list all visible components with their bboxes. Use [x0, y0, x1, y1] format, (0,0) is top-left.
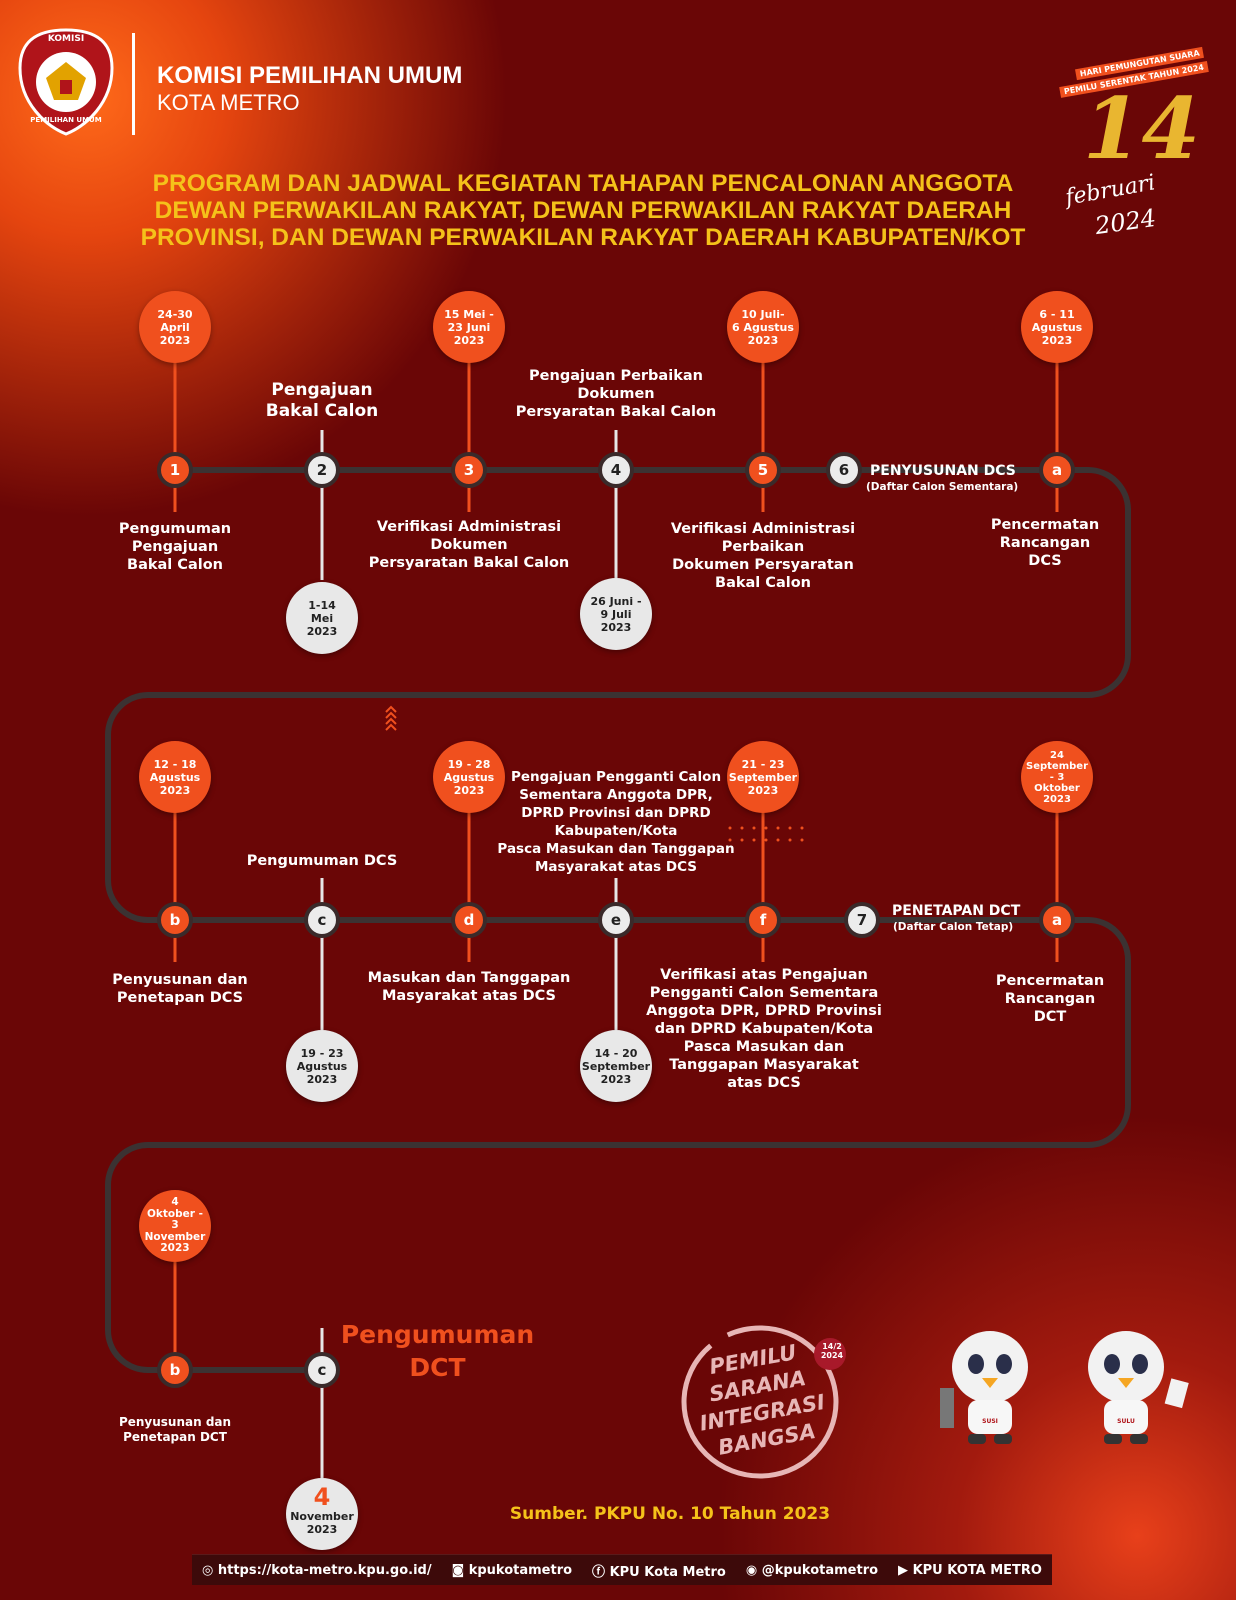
- date-circle: 19 - 28 Agustus 2023: [433, 741, 505, 813]
- source-note: Sumber. PKPU No. 10 Tahun 2023: [509, 1504, 831, 1524]
- stamp-icon: [681, 1325, 846, 1479]
- date-circle: 24-30 April 2023: [139, 291, 211, 363]
- step-node: 1: [157, 452, 193, 488]
- mascot-sulu: SULU: [1066, 1322, 1196, 1452]
- stage-node: 6: [826, 452, 862, 488]
- step-node: 3: [451, 452, 487, 488]
- youtube-handle[interactable]: KPU KOTA METRO: [912, 1562, 1042, 1578]
- stage-title: PENETAPAN DCT: [892, 903, 1021, 919]
- org-name: KOMISI PEMILIHAN UMUM: [157, 62, 463, 89]
- globe-icon: ◎: [201, 1562, 214, 1578]
- step-node: a: [1039, 452, 1075, 488]
- step-label: Masukan dan Tanggapan Masyarakat atas DC…: [367, 970, 571, 1004]
- date-circle: 21 - 23 September 2023: [727, 741, 799, 813]
- logo-top-text: KOMISI: [47, 34, 85, 44]
- footer-instagram[interactable]: ◙ kpukotametro: [452, 1563, 573, 1578]
- step-node: b: [157, 1352, 193, 1388]
- date-circle: 4 Oktober - 3 November 2023: [139, 1190, 211, 1262]
- step-label: Pengumuman DCS: [246, 853, 398, 869]
- logo-bottom-text: PEMILIHAN UMUM: [30, 116, 102, 124]
- final-date-circle: 4 November 2023: [286, 1478, 358, 1550]
- website-link[interactable]: https://kota-metro.kpu.go.id/: [217, 1562, 432, 1578]
- step-node: d: [451, 902, 487, 938]
- youtube-icon: ▶: [898, 1562, 909, 1578]
- date-circle: 19 - 23 Agustus 2023: [286, 1030, 358, 1102]
- step-label: Penyusunan dan Penetapan DCS: [112, 972, 248, 1006]
- step-node: b: [157, 902, 193, 938]
- date-circle: 10 Juli- 6 Agustus 2023: [727, 291, 799, 363]
- date-circle: 14 - 20 September 2023: [580, 1030, 652, 1102]
- step-label: Penyusunan dan Penetapan DCT: [118, 1415, 232, 1444]
- twitter-handle[interactable]: @kpukotametro: [761, 1562, 879, 1578]
- facebook-handle[interactable]: KPU Kota Metro: [609, 1564, 726, 1580]
- kpu-logo: KOMISI PEMILIHAN UMUM: [16, 28, 116, 136]
- step-node: c: [304, 902, 340, 938]
- stamp-date: 14/2 2024: [820, 1342, 844, 1360]
- step-label: Verifikasi Administrasi Dokumen Persyara…: [368, 519, 570, 571]
- final-date-rest: November 2023: [290, 1510, 354, 1536]
- step-node: 5: [745, 452, 781, 488]
- stage-title: PENYUSUNAN DCS: [870, 463, 1016, 479]
- mascot-name: SUSI: [982, 1418, 998, 1425]
- stage-subtitle: (Daftar Calon Sementara): [866, 481, 1019, 493]
- footer-twitter[interactable]: ◉ @kpukotametro: [746, 1563, 878, 1578]
- mascot-icon: [940, 1331, 1028, 1444]
- header-divider: [132, 33, 135, 135]
- step-label: Pengumuman Pengajuan Bakal Calon: [118, 521, 232, 573]
- instagram-handle[interactable]: kpukotametro: [468, 1562, 573, 1578]
- footer-website[interactable]: ◎ https://kota-metro.kpu.go.id/: [202, 1563, 432, 1578]
- step-label: Verifikasi Administrasi Perbaikan Dokume…: [670, 521, 856, 591]
- date-circle: 15 Mei - 23 Juni 2023: [433, 291, 505, 363]
- step-node: f: [745, 902, 781, 938]
- stage-node: 7: [844, 902, 880, 938]
- footer-youtube[interactable]: ▶ KPU KOTA METRO: [898, 1563, 1042, 1578]
- election-day-badge: HARI PEMUNGUTAN SUARA PEMILU SERENTAK TA…: [1055, 46, 1225, 250]
- date-circle: 6 - 11 Agustus 2023: [1021, 291, 1093, 363]
- step-node: 2: [304, 452, 340, 488]
- footer-facebook[interactable]: ⓕ KPU Kota Metro: [592, 1561, 726, 1580]
- footer-bar: ◎ https://kota-metro.kpu.go.id/ ◙ kpukot…: [192, 1554, 1052, 1585]
- step-node: a: [1039, 902, 1075, 938]
- final-date-day: 4: [313, 1483, 331, 1511]
- mascot-icon: [1088, 1331, 1189, 1444]
- facebook-icon: ⓕ: [592, 1564, 606, 1580]
- mascot-name: SULU: [1117, 1418, 1135, 1425]
- step-node: c: [304, 1352, 340, 1388]
- date-circle: 26 Juni - 9 Juli 2023: [580, 578, 652, 650]
- date-circle: 12 - 18 Agustus 2023: [139, 741, 211, 813]
- step-label: Verifikasi atas Pengajuan Pengganti Calo…: [646, 967, 882, 1091]
- step-node: e: [598, 902, 634, 938]
- big-date: 14: [1083, 79, 1200, 178]
- date-circle: 24 September - 3 Oktober 2023: [1021, 741, 1093, 813]
- step-label: Pencermatan Rancangan DCS: [990, 517, 1100, 569]
- pemilu-stamp: PEMILU SARANA INTEGRASI BANGSA 14/2 2024: [680, 1322, 850, 1482]
- step-label: Pengajuan Bakal Calon: [265, 380, 379, 421]
- date-circle: 1-14 Mei 2023: [286, 582, 358, 654]
- step-label: Pencermatan Rancangan DCT: [995, 973, 1105, 1025]
- mascot-susi: SUSI: [930, 1322, 1050, 1452]
- final-stage-label: Pengumuman DCT: [340, 1320, 535, 1382]
- stage-subtitle: (Daftar Calon Tetap): [893, 921, 1014, 933]
- step-label: Pengajuan Perbaikan Dokumen Persyaratan …: [515, 368, 717, 420]
- step-node: 4: [598, 452, 634, 488]
- instagram-icon: ◙: [451, 1562, 465, 1578]
- big-year: 2024: [1093, 203, 1158, 241]
- page-title: PROGRAM DAN JADWAL KEGIATAN TAHAPAN PENC…: [140, 170, 1026, 251]
- twitter-icon: ◉: [745, 1562, 758, 1578]
- step-label: Pengajuan Pengganti Calon Sementara Angg…: [497, 769, 735, 875]
- org-city: KOTA METRO: [157, 90, 300, 115]
